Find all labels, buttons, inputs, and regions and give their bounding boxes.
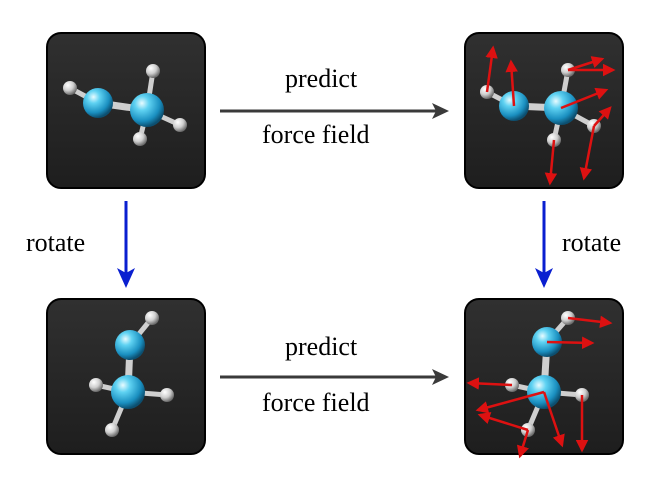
force-arrow-icon xyxy=(542,391,565,448)
ethylene-molecule-icon xyxy=(89,311,174,437)
force-arrow-icon xyxy=(544,139,558,186)
force-vectors xyxy=(466,315,613,459)
force-arrow-icon xyxy=(560,87,609,110)
predict-label-bottom: predict xyxy=(285,332,358,361)
molecule-panel-rotated-forces xyxy=(464,298,624,459)
rotate-label-left: rotate xyxy=(26,228,86,257)
force-arrow-icon xyxy=(466,377,513,390)
force-arrow-icon xyxy=(579,125,596,181)
molecule-panel-forces xyxy=(464,32,624,189)
force-arrow-icon xyxy=(546,336,595,350)
force-field-label-top: force field xyxy=(262,120,370,149)
rotate-arrow-right xyxy=(535,201,553,288)
force-arrow-icon xyxy=(567,315,613,329)
molecule-panel-original xyxy=(46,32,206,189)
force-arrow-icon xyxy=(477,412,529,432)
force-field-label-bottom: force field xyxy=(262,388,370,417)
force-arrow-icon xyxy=(593,106,612,127)
force-arrow-icon xyxy=(516,429,530,459)
force-arrow-icon xyxy=(505,59,518,107)
molecule-panel-rotated xyxy=(46,298,206,455)
predict-label-top: predict xyxy=(285,64,358,93)
predict-arrow-bottom xyxy=(220,369,449,385)
rotate-label-right: rotate xyxy=(562,228,622,257)
force-arrow-icon xyxy=(567,56,605,72)
force-vectors xyxy=(485,45,616,186)
rotate-arrow-left xyxy=(117,201,135,288)
ethylene-molecule-icon xyxy=(63,64,187,146)
predict-arrow-top xyxy=(220,103,449,119)
force-arrow-icon xyxy=(475,390,545,414)
force-arrow-icon xyxy=(485,45,498,93)
